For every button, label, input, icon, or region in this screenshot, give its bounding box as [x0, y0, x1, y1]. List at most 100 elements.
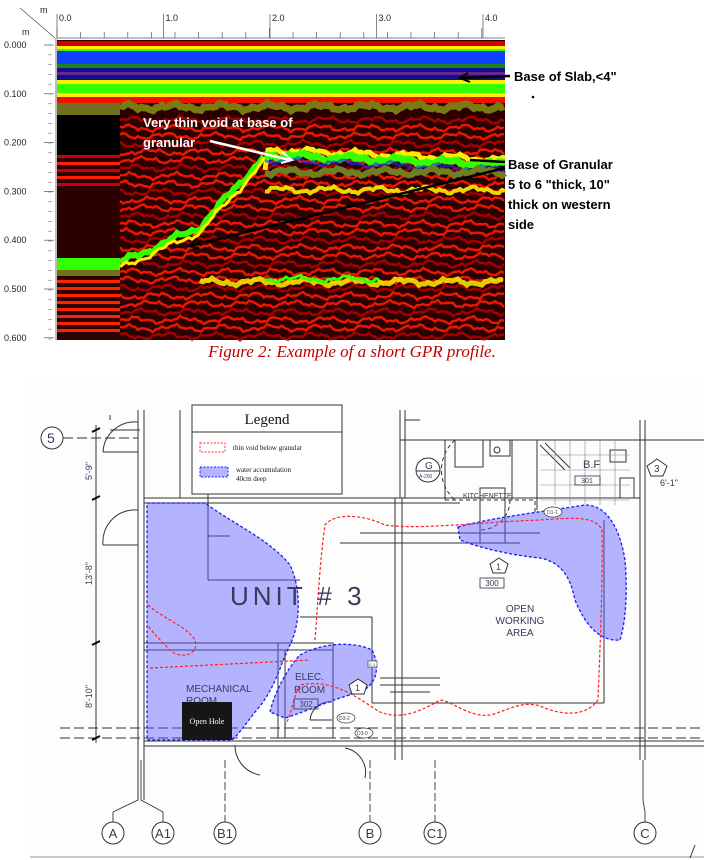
grid-column-bubble — [101, 821, 125, 845]
svg-text:D3-0: D3-0 — [357, 731, 368, 737]
dimension-13-8: 13'-8" — [84, 562, 94, 585]
legend-swatch-water — [199, 466, 229, 478]
thin-void-outlines — [147, 515, 603, 726]
grid-row-5: 5 — [40, 426, 138, 450]
room-mech-line2: ROOM — [186, 696, 217, 707]
legend-label-water-line1: water accumulation — [236, 466, 292, 474]
y-tick-label: 0.000 — [4, 40, 27, 50]
y-tick-label: 0.600 — [4, 333, 27, 343]
y-tick-label: 0.300 — [4, 186, 27, 196]
legend: Legend thin void below granular water ac… — [191, 404, 343, 495]
page-mark — [689, 844, 696, 859]
slab-arrow — [461, 74, 511, 80]
void-annotation-line1: Very thin void at base of — [143, 115, 293, 130]
x-tick-label: 2.0 — [272, 13, 285, 23]
grid-row-label: 5 — [47, 430, 55, 446]
grid-column-label: B1 — [217, 826, 233, 841]
room-mech-line1: MECHANICAL — [186, 684, 252, 695]
figure-caption: Figure 2: Example of a short GPR profile… — [208, 342, 496, 361]
x-tick-label: 0.0 — [59, 13, 72, 23]
void-outline-link — [149, 659, 311, 669]
room-kitchenette: KITCHENETTE — [463, 493, 512, 500]
svg-text:G: G — [425, 461, 433, 472]
y-tick-label: 0.400 — [4, 235, 27, 245]
detail-tag-g: G A-200 — [415, 457, 441, 483]
room-elec-line1: ELEC. — [295, 672, 324, 683]
y-tick-label: 0.200 — [4, 138, 27, 148]
room-bf-number: 301 — [581, 478, 593, 485]
y-unit-label: m — [22, 27, 30, 37]
keynote-tag-1a: 1 — [489, 557, 509, 574]
void-arrowhead — [280, 151, 295, 164]
gpr-profile: m m 0.0 1.0 2.0 3.0 4.0 0.000 0.100 0.200 0.300… — [4, 5, 617, 343]
svg-text:D3-2: D3-2 — [339, 716, 350, 722]
axis-corner-divider — [19, 7, 56, 39]
legend-label-water-line2: 40cm deep — [236, 475, 267, 483]
dimension-string: 5'-9" 13'-8" 8'-10" 6'-1" — [84, 425, 678, 743]
keynote-tag-3: 3 — [646, 458, 668, 477]
svg-text:3: 3 — [654, 464, 660, 475]
svg-text:D1-1: D1-1 — [547, 510, 558, 516]
grid-column-bubble — [213, 821, 237, 845]
granular-annotation-line1: Base of Granular — [508, 157, 613, 172]
unit-label: UNIT # 3 — [230, 581, 366, 611]
grid-column-label: A — [109, 826, 118, 841]
water-area-mechanical — [146, 502, 299, 741]
svg-text:A-200: A-200 — [419, 474, 433, 480]
grid-column-label: C — [640, 826, 649, 841]
room-elec-line2: ROOM — [294, 685, 325, 696]
dimension-5-9: 5'-9" — [84, 462, 94, 480]
dimension-6-1: 6'-1" — [660, 478, 678, 488]
grid-column-bubble — [423, 821, 447, 845]
grid-column-label: B — [366, 826, 375, 841]
void-outline-west — [147, 604, 197, 656]
granular-annotation-line2: 5 to 6 "thick, 10" — [508, 177, 610, 192]
grid-column-label: A1 — [155, 826, 171, 841]
granular-annotation-line3: thick on western — [508, 197, 611, 212]
void-arrow — [209, 139, 291, 162]
x-tick-label: 4.0 — [485, 13, 498, 23]
water-area-open — [457, 504, 627, 641]
plan-background — [30, 380, 704, 858]
x-axis: 0.0 1.0 2.0 3.0 4.0 — [56, 13, 505, 39]
grid-column-bubble — [633, 821, 657, 845]
slab-arrowhead — [457, 72, 471, 83]
x-unit-label: m — [40, 5, 48, 15]
legend-title: Legend — [245, 412, 290, 428]
water-area-elec — [269, 643, 378, 719]
grid-column-label: C1 — [427, 826, 444, 841]
legend-label-void: thin void below granular — [233, 444, 303, 452]
open-hole-marker — [182, 702, 232, 740]
void-annotation-line2: granular — [143, 135, 195, 150]
radargram-image — [57, 40, 508, 342]
room-open-number: 300 — [485, 579, 499, 588]
y-tick-label: 0.500 — [4, 284, 27, 294]
x-tick-label: 3.0 — [379, 13, 392, 23]
dimension-8-10: 8'-10" — [84, 685, 94, 708]
void-outline-main — [284, 515, 603, 726]
stray-dot — [531, 95, 535, 99]
grid-column-bubble — [151, 821, 175, 845]
room-bf: B.F — [583, 459, 600, 471]
y-tick-label: 0.100 — [4, 89, 27, 99]
keynote-tag-1b: 1 — [348, 678, 368, 695]
svg-text:1: 1 — [355, 683, 360, 693]
water-accumulation-areas — [146, 502, 627, 741]
legend-swatch-void — [199, 442, 226, 453]
granular-annotation-line4: side — [508, 217, 534, 232]
room-elec-number: 302 — [299, 700, 313, 709]
granular-arrow-left — [189, 166, 506, 248]
slab-annotation: Base of Slab,<4" — [514, 69, 617, 84]
room-open-line1: OPEN — [506, 604, 534, 615]
grid-columns: A A1 B1 B C1 C — [101, 760, 657, 845]
door-tags: D3-2 D3-0 D1-1 P-1 — [336, 506, 563, 739]
granular-arrow-right — [469, 158, 506, 164]
y-axis: 0.000 0.100 0.200 0.300 0.400 0.500 0.600 — [4, 38, 57, 343]
open-hole-label: Open Hole — [190, 717, 225, 726]
room-open-line2: WORKING — [496, 616, 545, 627]
walls — [60, 410, 704, 800]
svg-text:P-1: P-1 — [369, 662, 376, 667]
x-tick-label: 1.0 — [166, 13, 179, 23]
room-open-line3: AREA — [506, 628, 534, 639]
granular-arrowhead — [185, 238, 200, 249]
